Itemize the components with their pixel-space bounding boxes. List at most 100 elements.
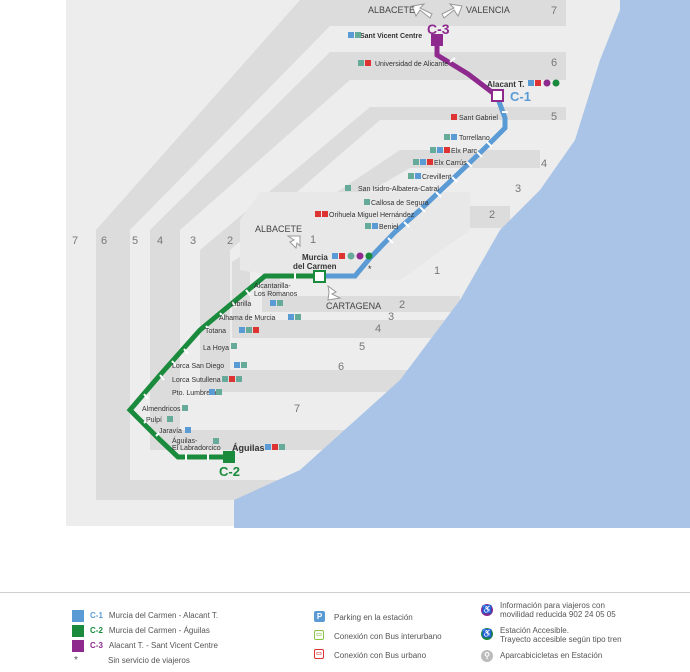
- station-label: Alcantarilla-: [254, 283, 291, 290]
- legend-no-service: Sin servicio de viajeros: [108, 656, 190, 665]
- station-label: Los Romanos: [254, 291, 298, 298]
- station-label: Águilas: [232, 443, 265, 453]
- bicycle-parking-icon: ⚲: [481, 650, 493, 662]
- station-label: Pulpí: [146, 417, 162, 424]
- zone-label: 6: [551, 57, 557, 69]
- station-label: Pto. Lumbreras: [172, 390, 220, 397]
- station-label: Torrellano: [459, 135, 490, 142]
- zone-label: 7: [294, 403, 300, 415]
- zone-label: 1: [310, 234, 316, 246]
- zone-label: 6: [101, 235, 107, 247]
- zone-numbers-left: 7 6 5 4 3 2 1: [72, 234, 316, 247]
- station-ticks: [143, 57, 508, 460]
- terminal-c3: [431, 34, 443, 46]
- zone-numbers-south: 2 3 4 5 6 7: [294, 299, 405, 415]
- zone-label: 5: [132, 235, 138, 247]
- station-label: Jaravía: [159, 428, 182, 435]
- cartagena-label: CARTAGENA: [326, 301, 381, 311]
- zone-label: 6: [338, 361, 344, 373]
- zone-label: 2: [399, 299, 405, 311]
- station-label: Elx Carrús: [434, 160, 467, 167]
- zone-label: 7: [551, 5, 557, 17]
- station-label: Murcia: [302, 253, 328, 262]
- terminal-aguilas: [223, 451, 235, 463]
- station-label: Lorca Sutullena: [172, 377, 221, 384]
- station-label: Elx Parc: [451, 148, 478, 155]
- station-label: Sant Vicent Centre: [360, 33, 422, 40]
- zone-label: 5: [359, 341, 365, 353]
- legend-info-prm: Información para viajeros con: [500, 601, 605, 610]
- zone-label: 3: [190, 235, 196, 247]
- map-svg: 7 6 5 4 3 2 1 7 6 5 4 3 2 1 2 3 4 5 6 7 …: [66, 0, 690, 528]
- badge-c2: C-2: [219, 464, 240, 479]
- station-label: San Isidro-Albatera-Catral: [358, 186, 439, 193]
- legend-c1: C-1 Murcia del Carmen - Alacant T.: [90, 611, 218, 620]
- legend-accessible2: Trayecto accesible según tipo tren: [500, 635, 622, 644]
- station-label: La Hoya: [203, 345, 229, 352]
- legend-name: Murcia del Carmen - Alacant T.: [108, 611, 219, 620]
- albacete-mid-label: ALBACETE: [255, 224, 302, 234]
- legend-bikes: Aparcabicicletas en Estación: [500, 651, 603, 660]
- bus-interurban-icon: ▭: [314, 630, 324, 640]
- station-label: Lorca San Diego: [172, 363, 224, 370]
- legend-accessible: Estación Accesible.: [500, 626, 569, 635]
- station-label: Alacant T.: [487, 80, 524, 89]
- legend-name: Murcia del Carmen - Águilas: [108, 626, 210, 635]
- zone-label: 3: [388, 311, 394, 323]
- c3-swatch: [72, 640, 84, 652]
- terminal-murcia: [313, 270, 326, 283]
- station-label: Almendricos: [142, 406, 181, 413]
- c1-swatch: [72, 610, 84, 622]
- zone-label: 4: [541, 158, 547, 170]
- legend-code: C-1: [90, 611, 103, 620]
- legend-info-prm2: movilidad reducida 902 24 05 05: [500, 610, 616, 619]
- zone-label: 5: [551, 111, 557, 123]
- station-label: Sant Gabriel: [459, 115, 498, 122]
- zone-label: 4: [157, 235, 163, 247]
- station-murcia: Murcia del Carmen: [293, 253, 337, 271]
- parking-icon: P: [314, 611, 325, 622]
- station-label: Beniel: [379, 224, 399, 231]
- no-service-mark: *: [368, 264, 372, 274]
- valencia-top-label: VALENCIA: [466, 5, 510, 15]
- station-label: El Labradorcico: [172, 445, 221, 452]
- zone-label: 3: [515, 183, 521, 195]
- c2-swatch: [72, 625, 84, 637]
- station-label: Águilas-: [172, 436, 198, 445]
- zone-label: 2: [489, 209, 495, 221]
- zone-label: 4: [375, 323, 381, 335]
- legend-c3: C-3 Alacant T. - Sant Vicent Centre: [90, 641, 218, 650]
- line-c1: [320, 95, 508, 279]
- sea: [234, 0, 690, 528]
- legend-name: Alacant T. - Sant Vicent Centre: [108, 641, 218, 650]
- badge-c3: C-3: [427, 21, 450, 37]
- legend-c2: C-2 Murcia del Carmen - Águilas: [90, 626, 210, 635]
- zone-label: 7: [72, 235, 78, 247]
- direction-arrows: [286, 3, 463, 301]
- terminal-alacant: [491, 89, 504, 102]
- station-label: Alhama de Murcia: [219, 315, 276, 322]
- wheelchair-info-icon: ♿: [481, 604, 493, 616]
- legend-bus-inter: Conexión con Bus interurbano: [334, 632, 442, 641]
- star-icon: *: [74, 655, 78, 666]
- station-label: Librilla: [231, 301, 251, 308]
- network-map: 7 6 5 4 3 2 1 7 6 5 4 3 2 1 2 3 4 5 6 7 …: [66, 0, 690, 528]
- station-label: del Carmen: [293, 262, 337, 271]
- bus-urban-icon: ▭: [314, 649, 324, 659]
- station-label: Crevillent: [422, 174, 451, 181]
- station-label: Orihuela Miguel Hernández: [329, 212, 415, 219]
- zone-label: 2: [227, 235, 233, 247]
- legend-bus-urban: Conexión con Bus urbano: [334, 651, 427, 660]
- wheelchair-accessible-icon: ♿: [481, 628, 493, 640]
- stations-c3: Sant Vicent Centre Universidad de Alican…: [360, 33, 448, 68]
- legend-code: C-2: [90, 626, 103, 635]
- zone-numbers-right: 7 6 5 4 3 2 1: [434, 5, 557, 277]
- station-label: Callosa de Segura: [371, 200, 429, 207]
- zone-label: 1: [434, 265, 440, 277]
- badge-c1: C-1: [510, 89, 531, 104]
- albacete-top-label: ALBACETE: [368, 5, 415, 15]
- legend-code: C-3: [90, 641, 103, 650]
- stations-c2: Alcantarilla- Los Romanos Librilla Alham…: [142, 283, 298, 453]
- station-label: Totana: [205, 328, 226, 335]
- legend: C-1 Murcia del Carmen - Alacant T. C-2 Mur…: [0, 592, 690, 672]
